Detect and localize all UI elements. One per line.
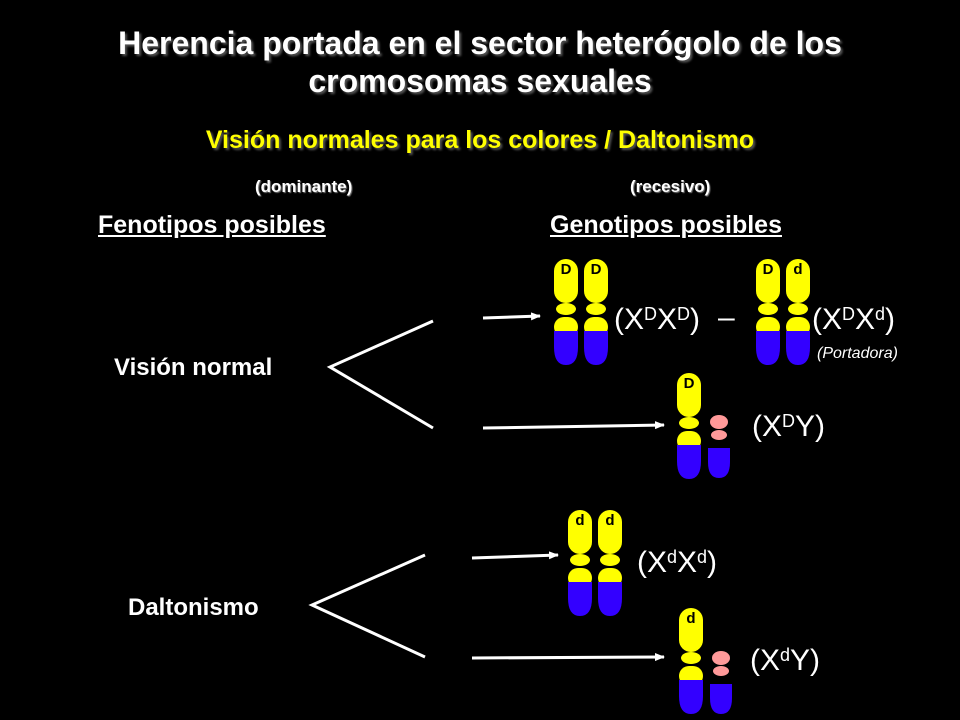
centromere [600, 554, 620, 566]
allele-label: d [686, 610, 695, 627]
genotype-xdy-normal: (XDY) [752, 410, 825, 444]
arrow-to-xy-daltonism [471, 653, 665, 662]
carrier-note: (Portadora) [817, 345, 898, 362]
x-chromosome: D [554, 259, 578, 365]
genotype-superscript: d [697, 547, 708, 567]
genotype-superscript: d [780, 645, 791, 665]
arrow-to-xy-normal [482, 421, 665, 430]
genotype-part: X [677, 546, 698, 579]
normal-vision-branch [326, 319, 434, 430]
genotype-superscript: D [782, 411, 795, 431]
genotype-superscript: D [644, 304, 657, 324]
y-lower-arm [708, 448, 730, 478]
genotype-superscript: d [667, 547, 678, 567]
phenotype-normal-vision: Visión normal [114, 354, 273, 381]
centromere [788, 303, 808, 315]
recessive-label: (recesivo) [630, 177, 711, 196]
genotype-part: X [855, 303, 876, 336]
x-chromosome: d [568, 510, 592, 616]
lower-arm-blue [598, 582, 622, 616]
allele-label: D [561, 261, 572, 278]
allele-label: D [684, 375, 695, 392]
x-chromosome: d [786, 259, 810, 365]
genotype-part: ) [690, 303, 701, 336]
lower-arm-blue [677, 445, 701, 479]
upper-arm [568, 510, 592, 554]
upper-arm [679, 608, 703, 652]
genotype-xdy-daltonism: (XdY) [750, 644, 820, 678]
title-line-2: cromosomas sexuales [308, 63, 652, 99]
y-centromere [711, 430, 727, 440]
arrow-to-xx-normal [482, 312, 541, 321]
lower-arm-blue [584, 331, 608, 365]
allele-label: D [591, 261, 602, 278]
lower-arm-blue [786, 331, 810, 365]
arrow-to-xx-daltonism [471, 551, 559, 560]
upper-arm [756, 259, 780, 303]
lower-arm-blue [568, 582, 592, 616]
genotypes-heading: Genotipos posibles [550, 211, 782, 239]
genotype-part: ) [885, 303, 896, 336]
upper-arm [786, 259, 810, 303]
upper-arm [554, 259, 578, 303]
genotype-part: ) [707, 546, 718, 579]
genotype-xdxd-homozygous-dominant: (XDXD) [614, 303, 700, 337]
allele-label: d [605, 512, 614, 529]
genotype-part: (X [750, 644, 780, 677]
centromere [681, 652, 701, 664]
y-lower-arm [710, 684, 732, 714]
genotype-part: (X [812, 303, 842, 336]
dominant-label: (dominante) [255, 177, 353, 196]
x-chromosome: d [598, 510, 622, 616]
allele-label: d [575, 512, 584, 529]
phenotypes-heading: Fenotipos posibles [98, 211, 326, 239]
y-chromosome [710, 651, 732, 714]
allele-label: D [763, 261, 774, 278]
y-upper-arm [710, 415, 728, 429]
genotype-xdxd-carrier: (XDXd) [812, 303, 895, 337]
genotype-separator: – [718, 301, 735, 334]
genotype-xdxd-homozygous-recessive: (XdXd) [637, 546, 717, 580]
branch-lines-normal [326, 319, 434, 430]
page-title: Herencia portada en el sector heterógolo… [0, 24, 960, 100]
centromere [679, 417, 699, 429]
y-centromere [713, 666, 729, 676]
genotype-part: Y) [795, 410, 825, 443]
lower-arm-blue [756, 331, 780, 365]
title-line-1: Herencia portada en el sector heterógolo… [118, 25, 842, 61]
lower-arm-blue [679, 680, 703, 714]
centromere [758, 303, 778, 315]
centromere [570, 554, 590, 566]
upper-arm [584, 259, 608, 303]
subtitle: Visión normales para los colores / Dalto… [205, 126, 755, 154]
genotype-superscript: d [875, 304, 886, 324]
centromere [556, 303, 576, 315]
allele-label: d [793, 261, 802, 278]
branch-lines-daltonism [308, 553, 426, 659]
genotype-superscript: D [842, 304, 855, 324]
genotype-superscript: D [677, 304, 691, 324]
y-chromosome [708, 415, 730, 478]
x-chromosome: D [677, 373, 701, 479]
y-upper-arm [712, 651, 730, 665]
x-chromosome: D [584, 259, 608, 365]
upper-arm [677, 373, 701, 417]
lower-arm-blue [554, 331, 578, 365]
genotype-part: X [657, 303, 678, 336]
x-chromosome: d [679, 608, 703, 714]
centromere [586, 303, 606, 315]
phenotype-daltonism: Daltonismo [128, 594, 259, 621]
daltonism-branch [308, 553, 426, 659]
genotype-part: (X [614, 303, 644, 336]
upper-arm [598, 510, 622, 554]
genotype-part: (X [752, 410, 782, 443]
x-chromosome: D [756, 259, 780, 365]
genotype-part: (X [637, 546, 667, 579]
genotype-part: Y) [790, 644, 821, 677]
